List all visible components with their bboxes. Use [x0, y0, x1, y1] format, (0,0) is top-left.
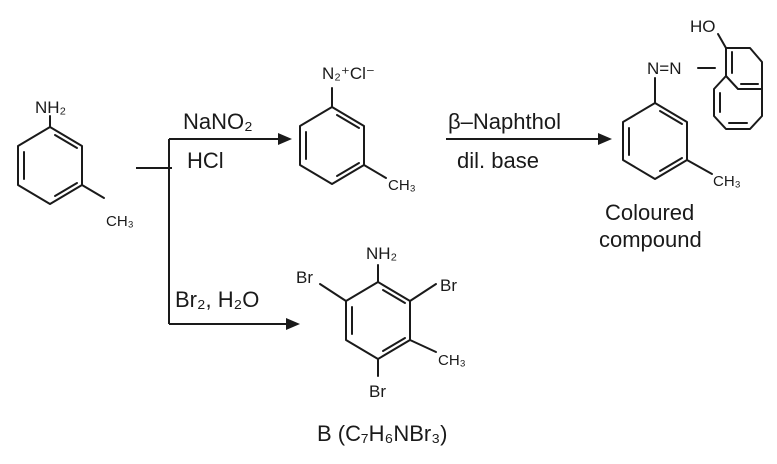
arrowhead	[278, 133, 292, 145]
benzene-ring	[17, 126, 83, 205]
azo-linkage-label: N=N	[647, 59, 681, 78]
methyl-bond	[363, 164, 387, 179]
product-b-structure: NH₂ Br Br Br CH₃ B (C₇H₆NBr₃)	[296, 244, 466, 446]
reagent-dil-base: dil. base	[457, 148, 539, 173]
benzene-ring	[299, 106, 365, 185]
methyl-group-label: CH₃	[438, 352, 466, 369]
reagent-beta-naphthol: β–Naphthol	[448, 109, 561, 134]
methyl-group-label: CH₃	[106, 213, 134, 230]
reagent-br2-h2o: Br₂, H₂O	[175, 287, 259, 312]
coloured-caption-line2: compound	[599, 227, 702, 252]
double-bond	[382, 337, 406, 352]
diazonium-salt-structure: N₂⁺Cl⁻ CH₃	[299, 64, 416, 194]
reagent-nano2: NaNO₂	[183, 109, 253, 134]
methyl-bond	[409, 339, 437, 353]
arrowhead	[598, 133, 612, 145]
double-bond	[336, 114, 360, 129]
hydroxyl-bond	[717, 33, 727, 49]
bromo-right-label: Br	[440, 276, 457, 295]
methyl-bond	[686, 159, 713, 175]
double-bond	[336, 162, 360, 177]
bromo-bond	[409, 283, 437, 302]
double-bond	[659, 110, 683, 125]
bromo-bottom-label: Br	[369, 382, 386, 401]
naphthol-ring-b	[713, 75, 763, 130]
double-bond	[382, 289, 406, 304]
double-bond	[54, 182, 78, 197]
double-bond	[54, 134, 78, 149]
reagent-hcl: HCl	[187, 148, 224, 173]
double-bond	[659, 157, 683, 172]
amino-group-label: NH₂	[35, 98, 66, 117]
m-toluidine-structure: NH₂ CH₃	[17, 98, 134, 230]
benzene-ring	[345, 281, 411, 360]
coloured-caption-line1: Coloured	[605, 200, 694, 225]
bromo-bond	[319, 283, 347, 302]
branch-connector	[136, 139, 172, 324]
hydroxyl-group-label: HO	[690, 17, 716, 36]
bromination-arrow: Br₂, H₂O	[169, 287, 300, 330]
product-b-caption: B (C₇H₆NBr₃)	[317, 421, 448, 446]
bromo-left-label: Br	[296, 268, 313, 287]
arrowhead	[286, 318, 300, 330]
tolyl-ring	[622, 102, 688, 180]
diazotization-arrow: NaNO₂ HCl	[169, 109, 292, 173]
azo-dye-structure: CH₃ N=N HO Coloured compound	[599, 17, 763, 252]
methyl-group-label: CH₃	[713, 173, 741, 190]
coupling-arrow: β–Naphthol dil. base	[446, 109, 612, 173]
amino-group-label: NH₂	[366, 244, 397, 263]
methyl-bond	[81, 184, 105, 199]
methyl-group-label: CH₃	[388, 177, 416, 194]
diazonium-group-label: N₂⁺Cl⁻	[322, 64, 375, 83]
